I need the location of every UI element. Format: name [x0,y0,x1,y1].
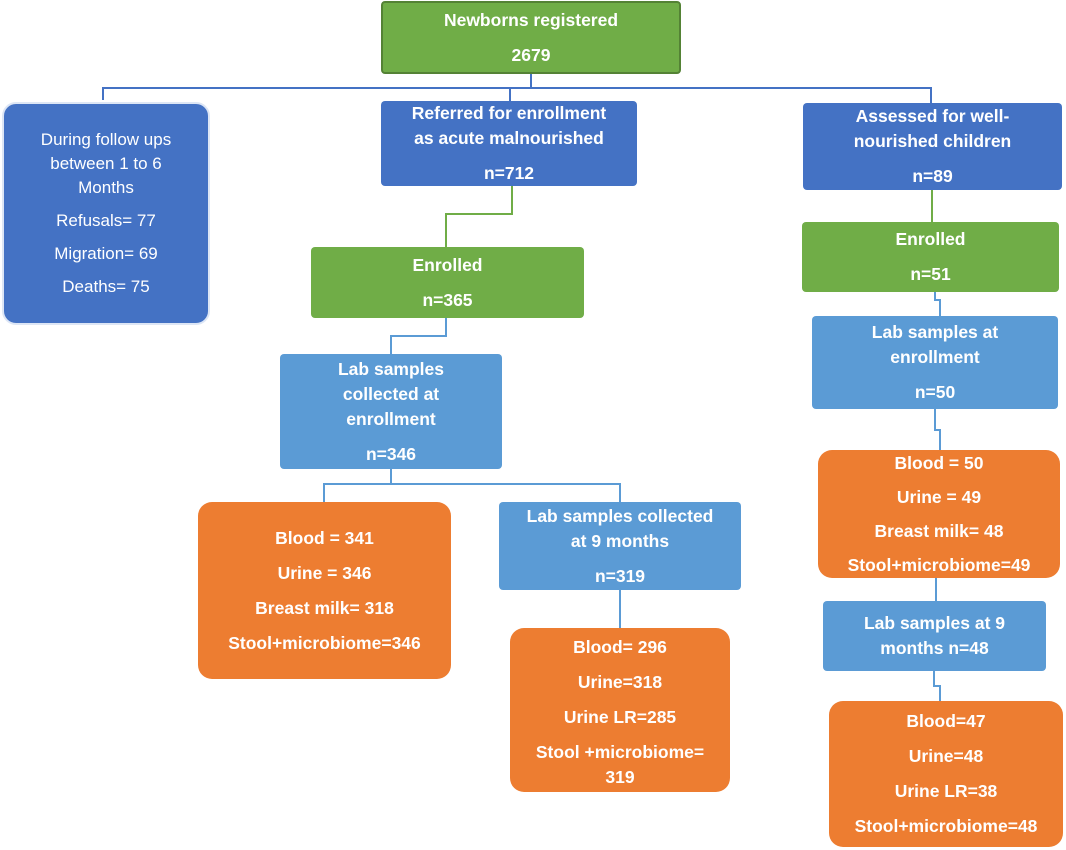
followup-migration: Migration= 69 [54,244,158,263]
referred-line-1: Referred for enrollment [411,103,607,123]
node-lab-enrollment-malnourished: Lab samples collected at enrollment n=34… [280,354,502,469]
connector-right-enrolled-lab [934,292,941,316]
referred-n: n=712 [483,163,535,183]
followup-refusals: Refusals= 77 [56,211,156,230]
right-result-breast-milk: Breast milk= 48 [874,521,1004,541]
followup-heading-3: Months [78,178,134,197]
node-referred-malnourished: Referred for enrollment as acute malnour… [381,101,637,186]
assessed-n: n=89 [912,166,953,186]
node-enrollment-results-wellnourished: Blood = 50 Urine = 49 Breast milk= 48 St… [818,450,1060,578]
connector-right-lab-results [934,409,941,450]
connector-referred-enrolled [445,186,513,247]
right-lab-line-2: enrollment [890,347,980,367]
connector-enrolled-lab [390,318,447,354]
lab-enrollment-n: n=346 [365,443,417,464]
node-lab-9m-malnourished: Lab samples collected at 9 months n=319 [499,502,741,590]
result-breast-milk: Breast milk= 318 [255,597,394,618]
right-enrolled-n: n=51 [910,264,951,284]
node-lab-enrollment-wellnourished: Lab samples at enrollment n=50 [812,316,1058,409]
followup-heading-2: between 1 to 6 [50,154,162,173]
root-count: 2679 [511,44,551,65]
lab9m-n: n=319 [594,565,646,586]
node-lab-9m-wellnourished: Lab samples at 9 months n=48 [823,601,1046,671]
lab-enrollment-line-3: enrollment [346,408,436,429]
right-result9m-stool: Stool+microbiome=48 [854,816,1038,836]
referred-line-2: as acute malnourished [414,128,604,148]
lab9m-line-2: at 9 months [570,530,670,551]
right-result-stool: Stool+microbiome=49 [847,555,1031,575]
result-stool: Stool+microbiome=346 [228,632,421,653]
right-result9m-urine-lr: Urine LR=38 [894,781,998,801]
root-title: Newborns registered [443,9,619,30]
connector-root-branch [102,87,932,103]
node-9m-results-wellnourished: Blood=47 Urine=48 Urine LR=38 Stool+micr… [829,701,1063,847]
enrolled-title: Enrolled [412,254,483,275]
result9m-blood: Blood= 296 [573,637,667,657]
result9m-stool-1: Stool +microbiome= [535,742,705,762]
lab-enrollment-line-2: collected at [342,383,440,404]
connector-right-lab9m-results [933,671,941,701]
lab-enrollment-line-1: Lab samples [337,358,445,379]
result9m-stool-2: 319 [605,767,635,787]
right-lab9m-line-2: months n=48 [880,638,989,658]
assessed-line-2: nourished children [853,131,1012,151]
node-assessed-wellnourished: Assessed for well- nourished children n=… [803,103,1062,190]
result-urine: Urine = 346 [277,562,372,583]
node-newborns-registered: Newborns registered 2679 [381,1,681,74]
result9m-urine-lr: Urine LR=285 [563,707,677,727]
right-result-blood: Blood = 50 [894,453,984,473]
right-result9m-urine: Urine=48 [908,746,984,766]
lab9m-line-1: Lab samples collected [526,505,714,526]
connector-lab-split [323,483,621,502]
right-lab-line-1: Lab samples at [871,322,999,342]
node-9m-results-malnourished: Blood= 296 Urine=318 Urine LR=285 Stool … [510,628,730,792]
result-blood: Blood = 341 [275,527,374,548]
node-enrolled-malnourished: Enrolled n=365 [311,247,584,318]
right-lab-n: n=50 [914,382,956,402]
right-enrolled-title: Enrolled [895,229,966,249]
right-lab9m-line-1: Lab samples at 9 [863,613,1006,633]
followup-heading-1: During follow ups [40,130,172,149]
right-result9m-blood: Blood=47 [906,711,986,731]
followup-deaths: Deaths= 75 [62,277,150,296]
right-result-urine: Urine = 49 [896,487,982,507]
node-enrollment-results-malnourished: Blood = 341 Urine = 346 Breast milk= 318… [198,502,451,679]
node-followup-losses: During follow ups between 1 to 6 Months … [2,102,210,325]
node-enrolled-wellnourished: Enrolled n=51 [802,222,1059,292]
enrolled-n: n=365 [422,289,473,310]
assessed-line-1: Assessed for well- [855,106,1010,126]
result9m-urine: Urine=318 [577,672,663,692]
